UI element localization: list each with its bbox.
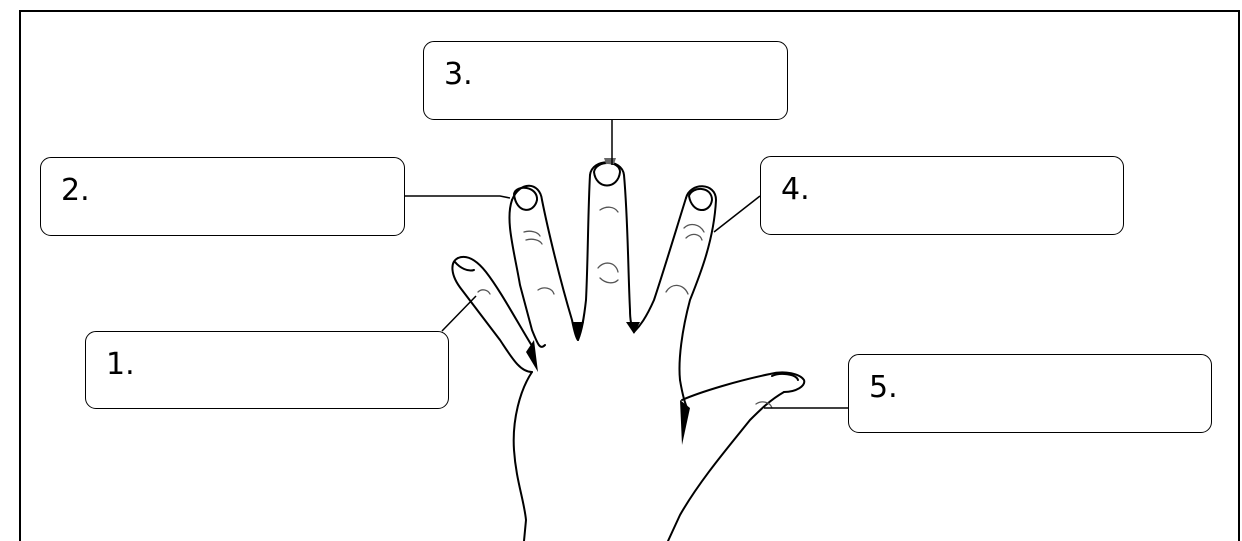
label-number-1: 1. bbox=[106, 350, 135, 380]
finger-creases bbox=[478, 207, 772, 408]
webbing-shadows bbox=[526, 158, 690, 445]
label-box-1[interactable]: 1. bbox=[85, 331, 449, 409]
hand-outline bbox=[452, 162, 804, 541]
label-number-5: 5. bbox=[869, 373, 898, 403]
label-number-2: 2. bbox=[61, 176, 90, 206]
label-box-5[interactable]: 5. bbox=[848, 354, 1212, 433]
leader-line-2 bbox=[405, 196, 510, 198]
label-box-2[interactable]: 2. bbox=[40, 157, 405, 236]
label-number-3: 3. bbox=[444, 60, 473, 90]
label-box-3[interactable]: 3. bbox=[423, 41, 788, 120]
leader-line-4 bbox=[714, 196, 760, 232]
leader-line-1 bbox=[442, 296, 476, 331]
label-box-4[interactable]: 4. bbox=[760, 156, 1124, 235]
label-number-4: 4. bbox=[781, 175, 810, 205]
